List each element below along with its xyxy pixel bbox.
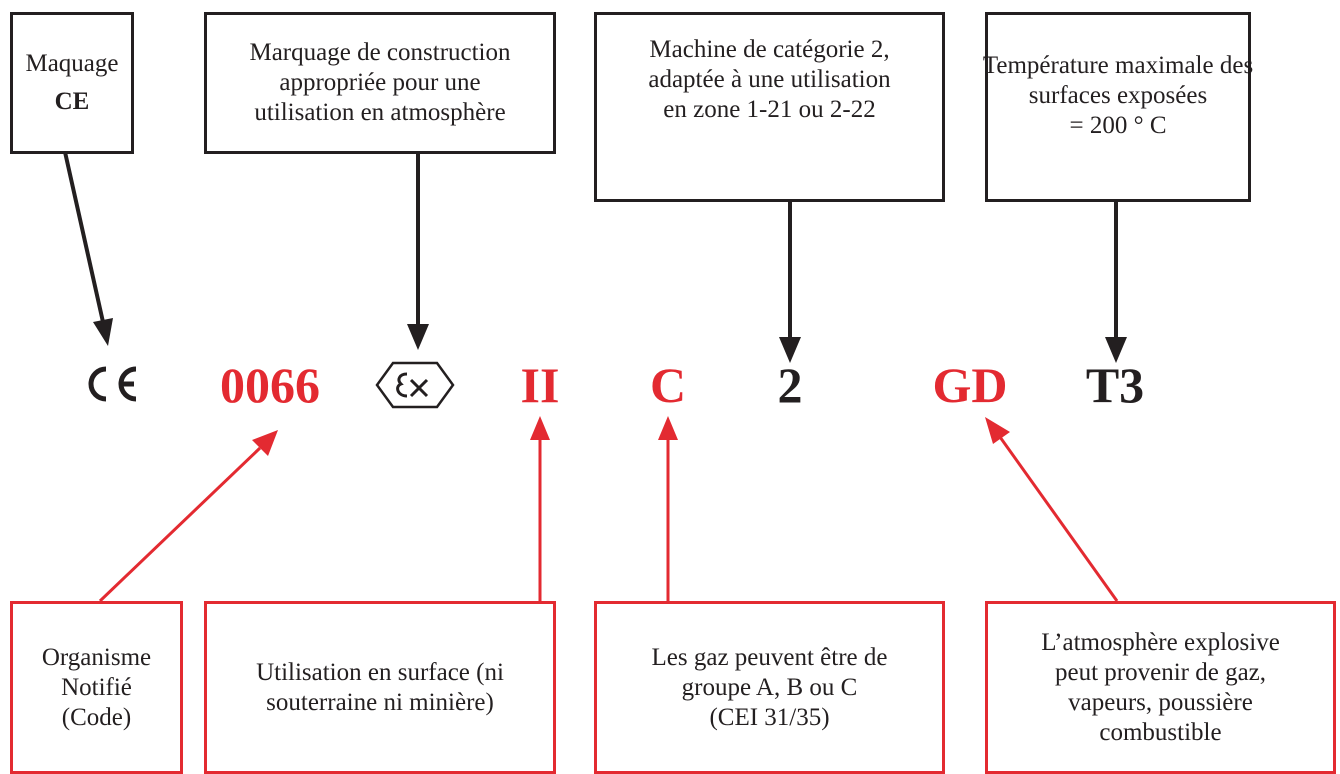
- box-category-line-3: en zone 1-21 ou 2-22: [663, 96, 876, 123]
- arrowhead-category: [779, 337, 801, 363]
- arrow-atmosphere: [998, 436, 1119, 602]
- box-temperature-line-2: surfaces exposées: [1028, 82, 1208, 109]
- arrowhead-atmosphere: [985, 417, 1010, 444]
- box-notified-line-1: Organisme: [41, 643, 152, 671]
- box-gas-line-1: Les gaz peuvent être de: [651, 643, 888, 671]
- ce-mark-icon: [80, 363, 142, 405]
- box-surface-line-2: souterraine ni minière): [266, 688, 494, 716]
- box-atmosphere-line-1: L’atmosphère explosive: [1041, 628, 1280, 656]
- box-temperature: Température maximale des surfaces exposé…: [982, 12, 1254, 202]
- equipment-category: 2: [777, 357, 803, 413]
- box-ex-line-2: appropriée pour une: [279, 69, 481, 96]
- arrowhead-group: [530, 416, 550, 440]
- box-atmosphere-line-2: peut provenir de gaz,: [1054, 658, 1267, 686]
- box-atmosphere-line-4: combustible: [1099, 718, 1222, 746]
- box-notified-body: Organisme Notifié (Code): [10, 601, 183, 774]
- box-temperature-line-3: = 200 ° C: [1069, 112, 1167, 139]
- box-ce-line-1: Maquage: [25, 50, 119, 77]
- box-ce-marking: Maquage CE: [10, 12, 134, 154]
- box-surface-line-1: Utilisation en surface (ni: [256, 658, 504, 686]
- box-ce-line-2: CE: [54, 88, 90, 115]
- box-atmosphere: L’atmosphère explosive peut provenir de …: [985, 601, 1336, 774]
- box-notified-line-3: (Code): [61, 703, 132, 731]
- box-notified-line-2: Notifié: [61, 673, 132, 701]
- arrowhead-temp: [1105, 337, 1127, 363]
- arrow-ce: [63, 151, 105, 323]
- arrowhead-gas-group: [658, 416, 678, 440]
- gas-group: C: [649, 357, 687, 413]
- box-category: Machine de catégorie 2, adaptée à une ut…: [594, 12, 945, 202]
- box-gas-group: Les gaz peuvent être de groupe A, B ou C…: [594, 601, 945, 774]
- box-atmosphere-line-3: vapeurs, poussière: [1068, 688, 1253, 716]
- temperature-class: T3: [1085, 357, 1145, 413]
- ex-hexagon-icon: [375, 360, 455, 410]
- arrowhead-ex: [407, 324, 429, 350]
- arrow-notified-body: [98, 446, 262, 603]
- box-ex-marking: Marquage de construction appropriée pour…: [204, 12, 556, 154]
- atmosphere-type: GD: [932, 357, 1008, 413]
- box-temperature-line-1: Température maximale des: [982, 52, 1254, 79]
- box-category-line-2: adaptée à une utilisation: [648, 66, 891, 93]
- equipment-group: II: [520, 357, 560, 413]
- box-ex-line-1: Marquage de construction: [249, 39, 511, 66]
- notified-body-code: 0066: [220, 357, 320, 413]
- box-gas-line-2: groupe A, B ou C: [681, 673, 858, 701]
- box-ex-line-3: utilisation en atmosphère: [254, 99, 506, 126]
- box-gas-line-3: (CEI 31/35): [709, 703, 830, 731]
- arrowhead-notified-body: [252, 430, 278, 456]
- box-category-line-1: Machine de catégorie 2,: [649, 36, 890, 63]
- box-surface-use: Utilisation en surface (ni souterraine n…: [204, 601, 556, 774]
- arrowhead-ce: [93, 318, 113, 346]
